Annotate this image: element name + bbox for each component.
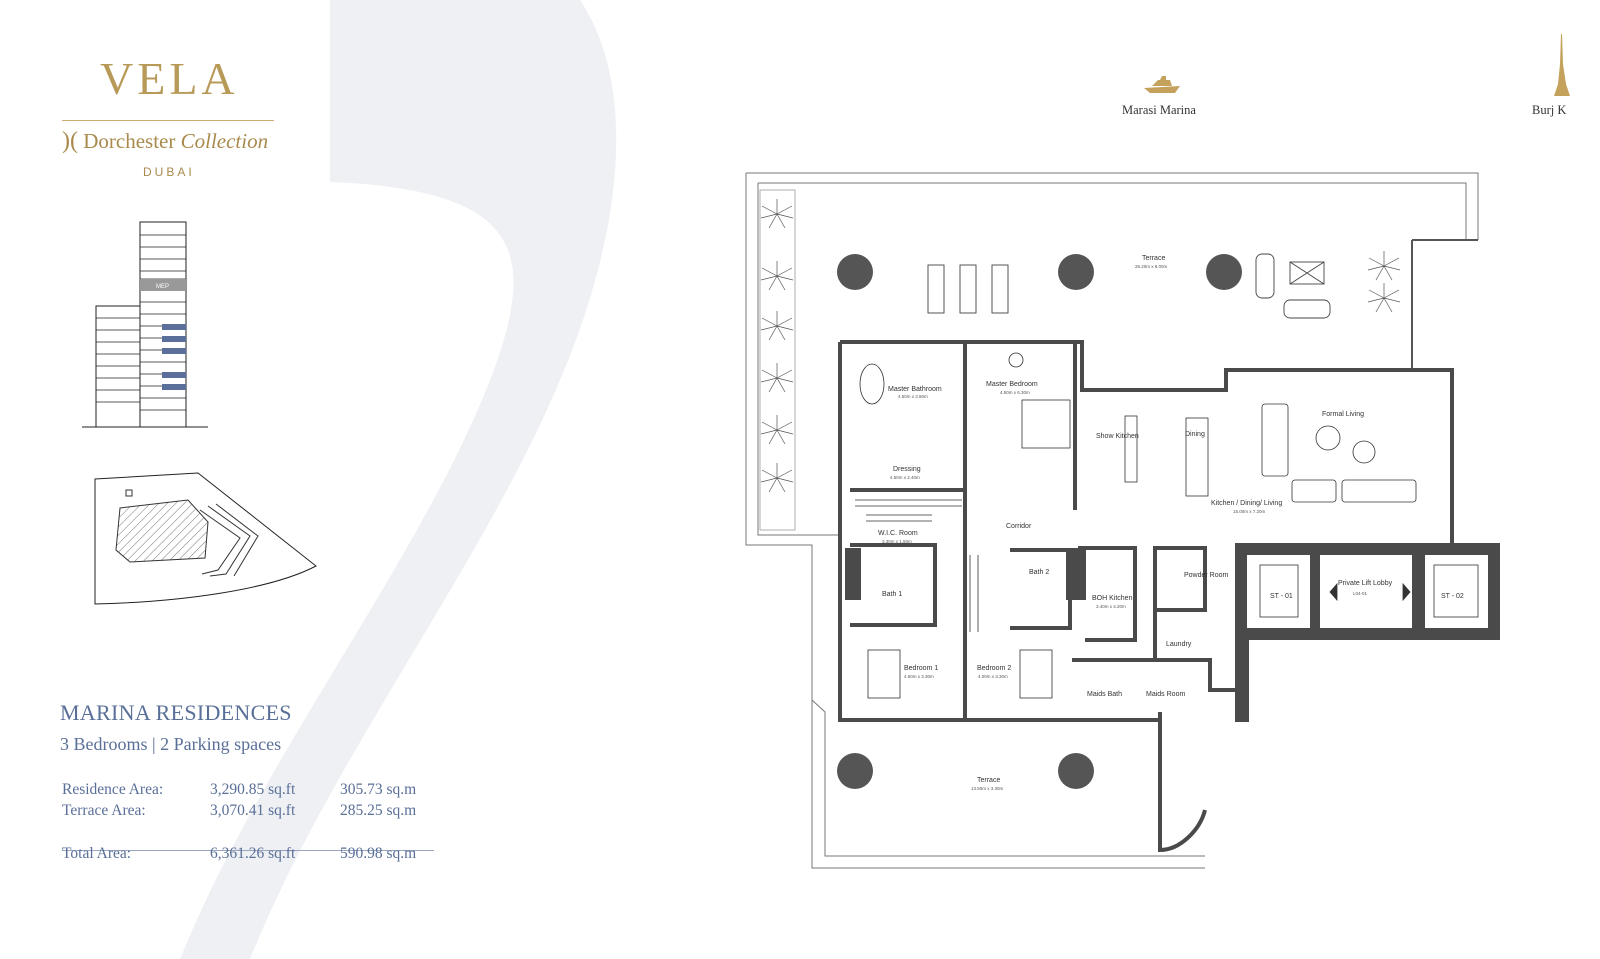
brand-divider <box>62 120 274 121</box>
room-terrace-bottom-dims: 13.50m x 3.30m <box>971 786 1004 791</box>
room-bedroom2-dims: 4.00m x 3.30m <box>978 674 1008 679</box>
room-bedroom1-dims: 4.50m x 3.30m <box>904 674 934 679</box>
room-terrace-bottom: Terrace <box>977 777 1000 784</box>
collection-monogram-icon: )( <box>62 128 78 154</box>
burj-khalifa-icon <box>1554 34 1570 96</box>
brand-city: DUBAI <box>143 165 195 179</box>
floor-plan: Terrace 26.20m x 8.00m Master Bathroom 4… <box>745 172 1500 869</box>
room-master-bedroom: Master Bedroom <box>986 381 1038 388</box>
room-boh-kitchen: BOH Kitchen <box>1092 595 1133 602</box>
total-area-sqm: 590.98 sq.m <box>340 845 417 862</box>
room-show-kitchen: Show Kitchen <box>1096 433 1139 440</box>
collection-prefix: Dorchester <box>83 129 176 153</box>
room-lift-lobby-code: L04-01 <box>1353 591 1368 596</box>
room-master-bedroom-dims: 4.50m x 6.30m <box>1000 390 1030 395</box>
mep-label: MEP <box>156 284 169 290</box>
terrace-area-label: Terrace Area: <box>62 802 146 819</box>
yacht-icon <box>1144 76 1180 93</box>
room-master-bathroom: Master Bathroom <box>888 386 942 393</box>
room-maids-bath: Maids Bath <box>1087 691 1122 698</box>
room-formal-living: Formal Living <box>1322 411 1364 418</box>
residence-area-sqm: 305.73 sq.m <box>340 781 417 798</box>
room-powder: Powder Room <box>1184 572 1229 579</box>
total-area-label: Total Area: <box>62 845 132 862</box>
room-dressing: Dressing <box>893 466 921 473</box>
room-bath2: Bath 2 <box>1029 569 1049 576</box>
room-dining: Dining <box>1185 431 1205 438</box>
room-st02: ST - 02 <box>1441 593 1464 600</box>
room-maids-room: Maids Room <box>1146 691 1185 698</box>
room-laundry: Laundry <box>1166 641 1192 648</box>
room-kitchen-dining-living: Kitchen / Dining/ Living <box>1211 500 1282 507</box>
room-wic: W.I.C. Room <box>878 530 918 537</box>
total-area-sqft: 6,361.26 sq.ft <box>210 845 296 862</box>
room-bedroom2: Bedroom 2 <box>977 665 1011 672</box>
palm-planters <box>759 189 1401 531</box>
room-terrace-top: Terrace <box>1142 255 1165 262</box>
terrace-area-sqft: 3,070.41 sq.ft <box>210 802 296 819</box>
brand-logo: VELA <box>100 53 239 104</box>
room-boh-kitchen-dims: 3.40m x 4.20m <box>1096 604 1126 609</box>
room-kitchen-dining-living-dims: 15.00m x 7.20m <box>1233 509 1266 514</box>
room-lift-lobby: Private Lift Lobby <box>1338 580 1393 587</box>
brand-collection: )( Dorchester Collection <box>62 128 268 155</box>
total-divider <box>62 850 434 851</box>
building-elevation-diagram: MEP <box>82 221 208 428</box>
room-bath1: Bath 1 <box>882 591 902 598</box>
room-st01: ST - 01 <box>1270 593 1293 600</box>
room-dressing-dims: 4.50m x 2.40m <box>890 475 920 480</box>
landmark-marasi-marina: Marasi Marina <box>1122 103 1196 117</box>
terrace-area-sqm: 285.25 sq.m <box>340 802 417 819</box>
unit-title: MARINA RESIDENCES <box>60 700 292 725</box>
room-wic-dims: 3.30m x 1.50m <box>882 539 912 544</box>
room-master-bathroom-dims: 4.50m x 3.80m <box>898 394 928 399</box>
collection-suffix: Collection <box>180 129 269 153</box>
residence-area-sqft: 3,290.85 sq.ft <box>210 781 296 798</box>
room-terrace-top-dims: 26.20m x 8.00m <box>1135 264 1168 269</box>
residence-area-label: Residence Area: <box>62 781 164 798</box>
room-bedroom1: Bedroom 1 <box>904 665 938 672</box>
unit-subtitle: 3 Bedrooms | 2 Parking spaces <box>60 734 282 754</box>
room-corridor: Corridor <box>1006 523 1032 530</box>
site-plan-diagram <box>94 472 317 605</box>
landmark-burj-khalifa: Burj K <box>1532 103 1567 117</box>
